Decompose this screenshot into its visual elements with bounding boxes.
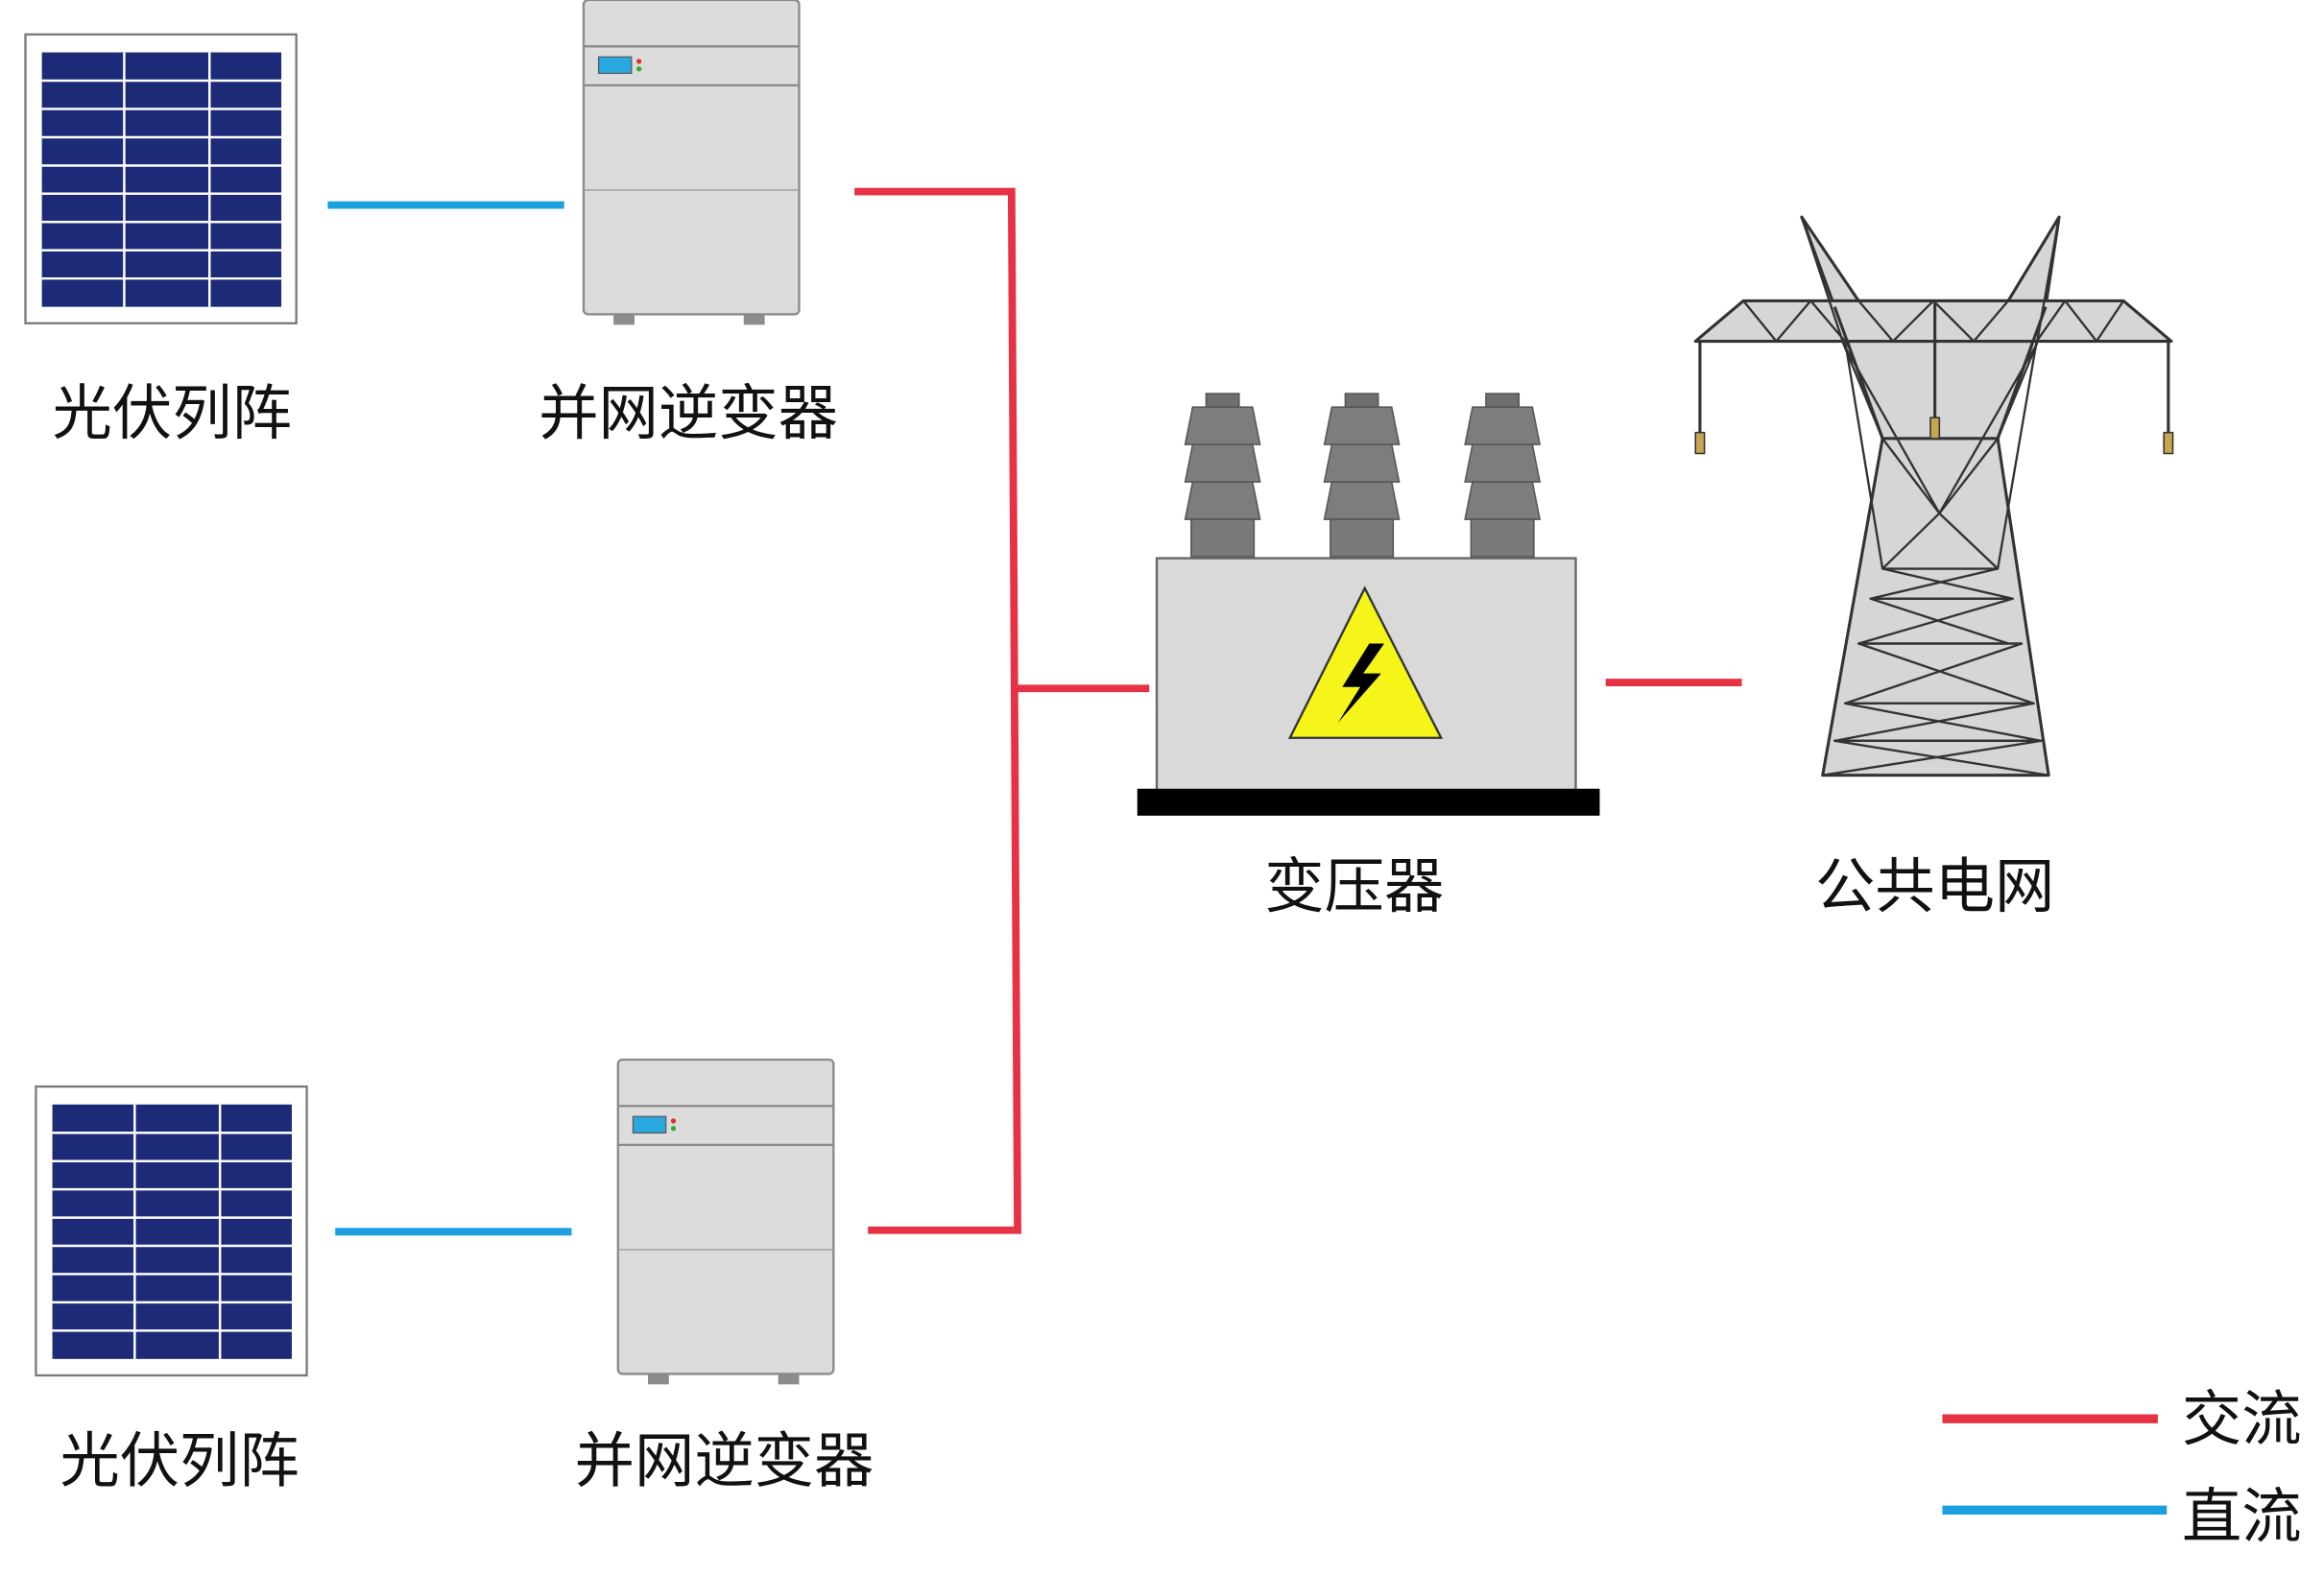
inverter-bottom-label: 并网逆变器 [575, 1426, 874, 1496]
pv-panel-top-icon [24, 33, 298, 325]
legend: 交流 直流 [1942, 1384, 2302, 1551]
ac-bus-line [854, 187, 1021, 1234]
grid-label: 公共电网 [1815, 851, 2054, 921]
transformer-label: 变压器 [1264, 851, 1444, 921]
inverter-top-icon [582, 0, 801, 326]
pv-panel-bottom-icon [35, 1085, 308, 1377]
pv-bottom-label: 光伏列阵 [60, 1426, 299, 1496]
inverter-bottom-icon [616, 1058, 835, 1386]
legend-dc-label: 直流 [2182, 1481, 2302, 1551]
inverter-top-label: 并网逆变器 [539, 378, 838, 448]
legend-ac-label: 交流 [2182, 1384, 2302, 1454]
transformer-icon [1137, 393, 1600, 816]
transmission-tower-icon [1693, 215, 2174, 777]
pv-top-label: 光伏列阵 [53, 378, 292, 448]
